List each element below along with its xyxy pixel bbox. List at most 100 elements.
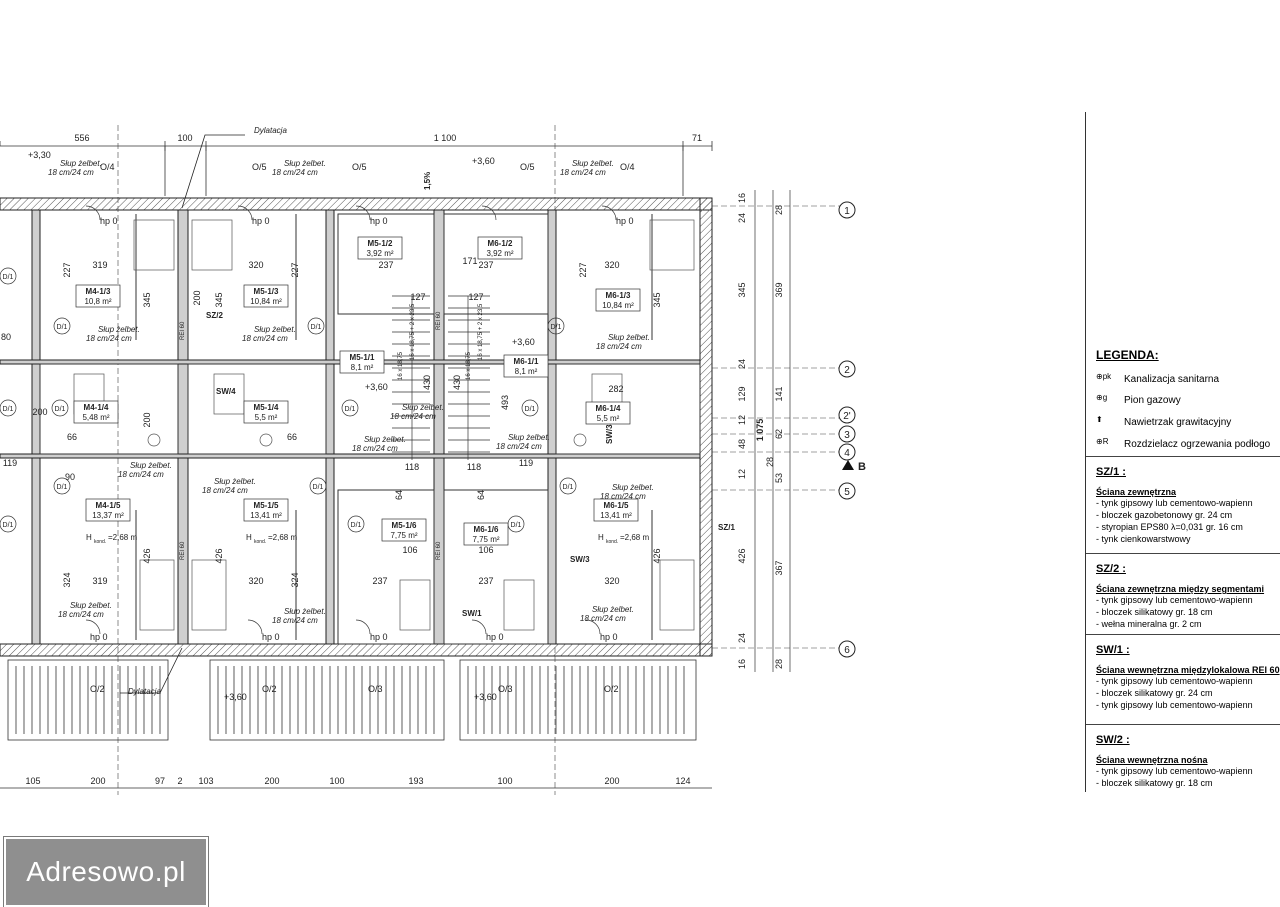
- column-label: Słup żelbet.: [402, 403, 444, 412]
- rei-label: REI 60: [180, 541, 186, 560]
- right-dimension: 24: [737, 213, 747, 223]
- legend-divider: [1086, 634, 1280, 635]
- right-dimension: 426: [737, 548, 747, 563]
- right-dimension: 129: [737, 386, 747, 401]
- door-label: D/1: [345, 406, 356, 413]
- column-label: Słup żelbet.: [214, 477, 256, 486]
- bottom-dimension-label: 105: [25, 776, 40, 786]
- door-marker: [53, 477, 71, 495]
- balcony-outline: [459, 659, 697, 741]
- door-marker: [0, 399, 17, 417]
- balconies: [7, 659, 697, 741]
- axis-circle: [838, 360, 856, 378]
- inner-dimension: 237: [372, 576, 387, 586]
- rei-label: REI 60: [436, 541, 442, 560]
- inner-dimension: 320: [604, 260, 619, 270]
- door-label: D/1: [551, 324, 562, 331]
- door-swing: [481, 205, 497, 221]
- top-dimension-line: [0, 141, 713, 196]
- stair-dimension: 430: [452, 375, 462, 390]
- column-label: Słup żelbet.: [572, 159, 614, 168]
- axis-label: 5: [844, 487, 850, 498]
- stair-dimension: 493: [500, 395, 510, 410]
- bottom-dimension-label: 124: [675, 776, 690, 786]
- door-label: D/1: [3, 274, 14, 281]
- legend-item-label: Pion gazowy: [1124, 395, 1181, 406]
- axis-circle: [838, 406, 856, 424]
- door-swing: [355, 205, 371, 221]
- axis-label: 1: [844, 206, 850, 217]
- column-size: 18 cm/24 cm: [118, 470, 164, 479]
- gas-riser-icon: ⊕g: [1096, 393, 1108, 402]
- right-dimension: 12: [737, 415, 747, 425]
- wall-label: SW/3: [570, 555, 590, 564]
- balcony-outline: [7, 659, 169, 741]
- column-label: Słup żelbet.: [608, 333, 650, 342]
- rei-label: REI 60: [436, 311, 442, 330]
- wall-spec-code: SZ/2 :: [1096, 563, 1126, 575]
- wall-spec-layer: - bloczek silikatowy gr. 24 cm: [1096, 688, 1213, 698]
- column-label: Słup żelbet.: [592, 605, 634, 614]
- wall-spec-title: Ściana zewnętrzna: [1096, 487, 1177, 497]
- bottom-dimension-label: 103: [198, 776, 213, 786]
- wall-spec-title: Ściana zewnętrzna między segmentami: [1096, 584, 1265, 594]
- door-marker: [347, 515, 365, 533]
- room-code: M4-1/3: [86, 287, 111, 296]
- wall-label: SW/1: [462, 609, 482, 618]
- inner-dimension: 345: [214, 292, 224, 307]
- axis-label: 3: [844, 430, 850, 441]
- wall-spec-section: SZ/2 : Ściana zewnętrzna między segmentam…: [1096, 563, 1280, 630]
- door-marker: [307, 317, 325, 335]
- hp-zero-label: hp 0: [370, 216, 388, 226]
- inner-dimension: 119: [3, 458, 17, 468]
- room-code: M5-1/2: [368, 239, 393, 248]
- wall-label: SW/3: [605, 424, 614, 444]
- bottom-dimension-label: 100: [329, 776, 344, 786]
- hp-zero-label: hp 0: [486, 632, 504, 642]
- room-area: 13,41 m²: [600, 511, 632, 520]
- sewer-icon: ⊕pk: [1096, 372, 1112, 381]
- vent-label: O/2: [262, 684, 277, 694]
- vent-label: O/2: [90, 684, 105, 694]
- vent-label: O/5: [252, 162, 267, 172]
- room-area: 7,75 m²: [390, 531, 417, 540]
- vent-label: O/5: [520, 162, 535, 172]
- height-value: =2,68 m: [620, 533, 649, 542]
- inner-dimension: 227: [578, 262, 588, 277]
- door-marker: [559, 477, 577, 495]
- room-area: 3,92 m²: [366, 249, 393, 258]
- wall-spec-layer: - tynk gipsowy lub cementowo-wapienn: [1096, 676, 1253, 686]
- inner-dimension: 119: [519, 458, 533, 468]
- stair-dimension: 64: [476, 490, 486, 500]
- dylatacja-label: Dylatacja: [254, 126, 287, 135]
- wall-spec-layer: - tynk cienkowarstwowy: [1096, 534, 1191, 544]
- vent-label: O/4: [100, 162, 115, 172]
- column-label: Słup żelbet.: [284, 607, 326, 616]
- room-code: M6-1/6: [474, 525, 499, 534]
- column-label: Słup żelbet.: [130, 461, 172, 470]
- wall-spec-layer: - tynk gipsowy lub cementowo-wapienn: [1096, 595, 1253, 605]
- room-label-box: [585, 401, 631, 425]
- doors: [0, 205, 617, 635]
- column-size: 18 cm/24 cm: [596, 342, 642, 351]
- top-dimension-label: 100: [177, 133, 192, 143]
- room-area: 5,5 m²: [255, 413, 278, 422]
- inner-dimension: 319: [92, 260, 107, 270]
- column-size: 18 cm/24 cm: [580, 614, 626, 623]
- door-label: D/1: [351, 522, 362, 529]
- wall-spec-layer: - tynk gipsowy lub cementowo-wapienn: [1096, 498, 1253, 508]
- bottom-dimension-label: 200: [604, 776, 619, 786]
- wall-spec-section: SZ/1 :Ściana zewnętrzna- tynk gipsowy lu…: [1096, 466, 1280, 545]
- column-label: Słup żelbet.: [70, 601, 112, 610]
- hp-zero-label: hp 0: [262, 632, 280, 642]
- wall-spec-layer: - bloczek silikatowy gr. 18 cm: [1096, 778, 1213, 788]
- door-label: D/1: [57, 324, 68, 331]
- staircases: [392, 295, 490, 460]
- column-size: 18 cm/24 cm: [48, 168, 94, 177]
- height-sub: kond.: [254, 539, 266, 545]
- stair-spec: 16 x 18,75 + 2 x 23,5: [478, 303, 484, 360]
- level-mark: +3,60: [224, 692, 247, 702]
- height-sub: kond.: [606, 539, 618, 545]
